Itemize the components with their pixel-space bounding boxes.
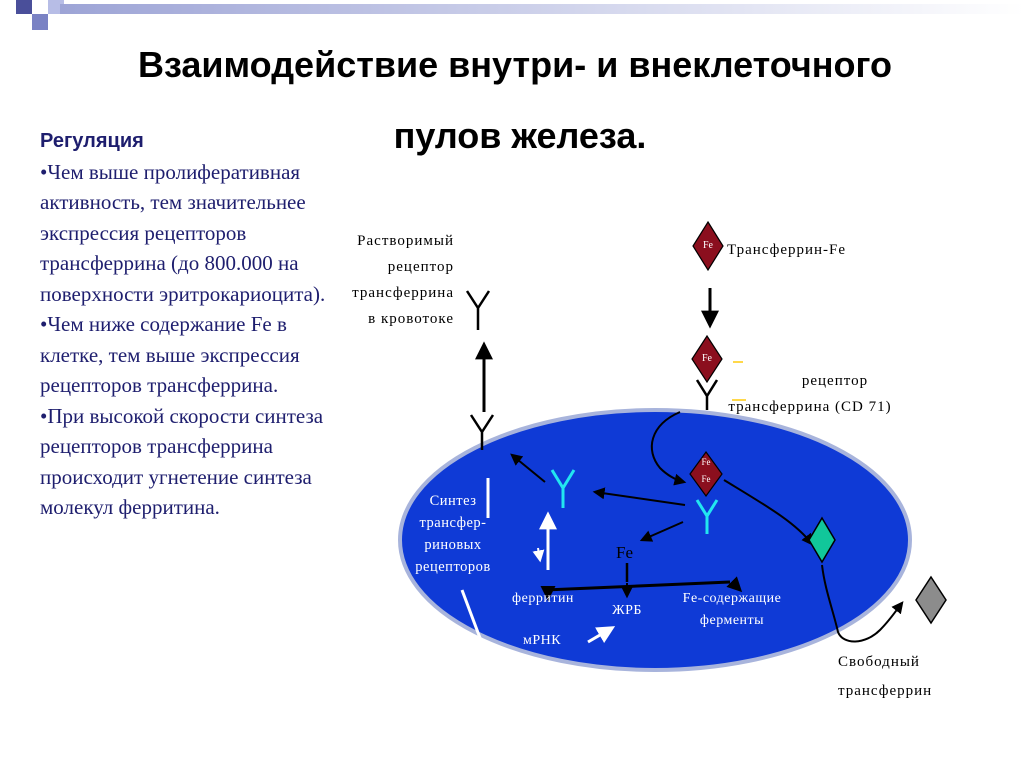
recycle-arrow xyxy=(723,479,814,546)
arrow-to-fe xyxy=(639,521,684,542)
soluble-receptor-label: Растворимый рецептор трансферрина в кров… xyxy=(352,233,454,327)
free-transferrin-diamond xyxy=(915,575,947,625)
synthesis-label: Синтез трансфер- риновых рецепторов xyxy=(415,493,491,575)
mrna-label: мРНК xyxy=(522,633,562,648)
white-line-5 xyxy=(587,626,616,644)
corner-decoration xyxy=(16,0,1024,30)
fe-label-top-diamond: Fe xyxy=(703,240,713,251)
ferritin-label: ферритин xyxy=(512,591,574,606)
membrane-receptor-left xyxy=(469,414,495,450)
transferrin-fe-label: Трансферрин-Fe xyxy=(727,242,847,258)
exit-path xyxy=(821,564,904,643)
slide-title-line1: Взаимодействие внутри- и внеклеточного xyxy=(137,44,893,85)
white-line-3 xyxy=(532,547,545,563)
soluble-receptor-symbol xyxy=(465,290,491,330)
arrow-to-enzymes xyxy=(726,576,743,593)
regulation-text-block: Регуляция •Чем выше пролиферативная акти… xyxy=(40,126,340,523)
white-line-4 xyxy=(460,589,482,639)
fe-label: Fe xyxy=(616,543,633,562)
regulation-bullet-3: •При высокой скорости синтеза рецепторов… xyxy=(40,403,324,520)
membrane-receptor-cd71 xyxy=(695,379,719,410)
internal-receptor-cyan-1 xyxy=(550,469,576,508)
endosome-fe-diamond xyxy=(689,450,723,498)
transferrin-fe-diamond-bound xyxy=(691,334,723,384)
cell-body xyxy=(398,408,912,672)
irp-label: ЖРБ xyxy=(612,603,642,618)
endocytosis-arrow xyxy=(650,411,687,486)
regulation-heading: Регуляция xyxy=(40,130,144,152)
fe-horizontal-bar xyxy=(544,580,731,592)
fe-enzymes-label: Fe-содержащие ферменты xyxy=(682,591,782,628)
receptor-cd71-label: рецептор трансферрина (CD 71) xyxy=(728,373,892,415)
free-transferrin-label: Свободный трансферрин xyxy=(838,654,933,699)
fe-label-inner-top: Fe xyxy=(701,457,711,467)
arrow-cyan-to-membrane xyxy=(510,453,546,483)
slide-title-line2: пулов железа. xyxy=(393,115,647,156)
fe-label-bound-diamond: Fe xyxy=(702,353,712,364)
transferrin-fe-diamond-top xyxy=(692,220,724,272)
internal-receptor-cyan-2 xyxy=(695,499,719,534)
teal-diamond xyxy=(808,516,836,564)
regulation-bullet-2: •Чем ниже содержание Fe в клетке, тем вы… xyxy=(40,312,300,397)
regulation-bullet-1: •Чем выше пролиферативная активность, те… xyxy=(40,159,326,306)
fe-label-inner-bottom: Fe xyxy=(701,474,711,484)
arrow-receptor-to-cyan xyxy=(592,487,686,506)
